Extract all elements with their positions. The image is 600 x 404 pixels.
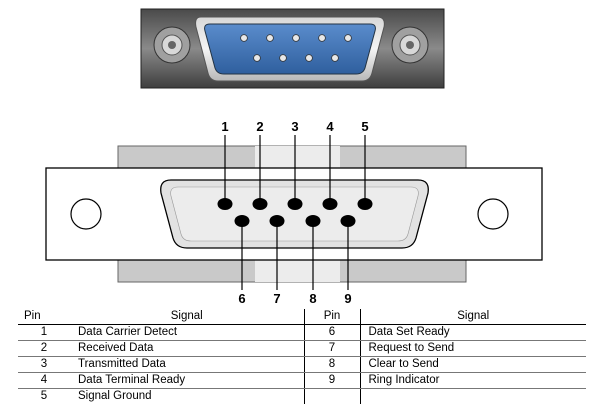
pin-label-9: 9 xyxy=(344,291,351,306)
pin-8-dot xyxy=(306,215,321,227)
pin-label-4: 4 xyxy=(326,119,334,134)
pin-label-7: 7 xyxy=(273,291,280,306)
header-signal-2: Signal xyxy=(360,309,586,325)
left-mounting-hole xyxy=(71,199,101,229)
pin-label-2: 2 xyxy=(256,119,263,134)
pin-cell: 8 xyxy=(304,357,360,373)
left-screw-icon xyxy=(154,27,190,63)
right-mounting-hole xyxy=(478,199,508,229)
blue-insert xyxy=(205,24,376,74)
right-screw-icon xyxy=(392,27,428,63)
pin-cell: 9 xyxy=(304,373,360,389)
pin-label-8: 8 xyxy=(309,291,316,306)
table-row: 1 Data Carrier Detect 6 Data Set Ready xyxy=(18,325,586,341)
connector-line-diagram: 1 2 3 4 5 6 7 8 9 xyxy=(46,119,542,306)
pin-5-dot xyxy=(358,198,373,210)
pin-cell: 6 xyxy=(304,325,360,341)
pin-cell: 5 xyxy=(18,389,70,404)
signal-cell: Signal Ground xyxy=(70,389,304,404)
pinout-table: Pin Signal Pin Signal 1 Data Carrier Det… xyxy=(18,309,586,404)
header-pin: Pin xyxy=(18,309,70,325)
pin-7-dot xyxy=(270,215,285,227)
signal-cell: Request to Send xyxy=(360,341,586,357)
pin-9-dot xyxy=(341,215,356,227)
pin-cell: 1 xyxy=(18,325,70,341)
pin-6-dot xyxy=(235,215,250,227)
pin-4-dot xyxy=(323,198,338,210)
pin-label-1: 1 xyxy=(221,119,228,134)
signal-cell: Data Terminal Ready xyxy=(70,373,304,389)
pin-label-5: 5 xyxy=(361,119,368,134)
pin-cell: 2 xyxy=(18,341,70,357)
pin-cell: 3 xyxy=(18,357,70,373)
signal-cell: Transmitted Data xyxy=(70,357,304,373)
table-row: 2 Received Data 7 Request to Send xyxy=(18,341,586,357)
header-pin-2: Pin xyxy=(304,309,360,325)
table-row: 4 Data Terminal Ready 9 Ring Indicator xyxy=(18,373,586,389)
table-header-row: Pin Signal Pin Signal xyxy=(18,309,586,325)
signal-cell: Received Data xyxy=(70,341,304,357)
pin-cell: 4 xyxy=(18,373,70,389)
pin-cell xyxy=(304,389,360,404)
signal-cell: Data Set Ready xyxy=(360,325,586,341)
signal-cell: Clear to Send xyxy=(360,357,586,373)
pin-label-3: 3 xyxy=(291,119,298,134)
pin-label-6: 6 xyxy=(238,291,245,306)
pin-cell: 7 xyxy=(304,341,360,357)
connector-photo xyxy=(141,9,444,88)
signal-cell xyxy=(360,389,586,404)
pin-1-dot xyxy=(218,198,233,210)
pin-2-dot xyxy=(253,198,268,210)
table-row: 3 Transmitted Data 8 Clear to Send xyxy=(18,357,586,373)
signal-cell: Data Carrier Detect xyxy=(70,325,304,341)
header-signal: Signal xyxy=(70,309,304,325)
table-row: 5 Signal Ground xyxy=(18,389,586,404)
signal-cell: Ring Indicator xyxy=(360,373,586,389)
pin-3-dot xyxy=(288,198,303,210)
